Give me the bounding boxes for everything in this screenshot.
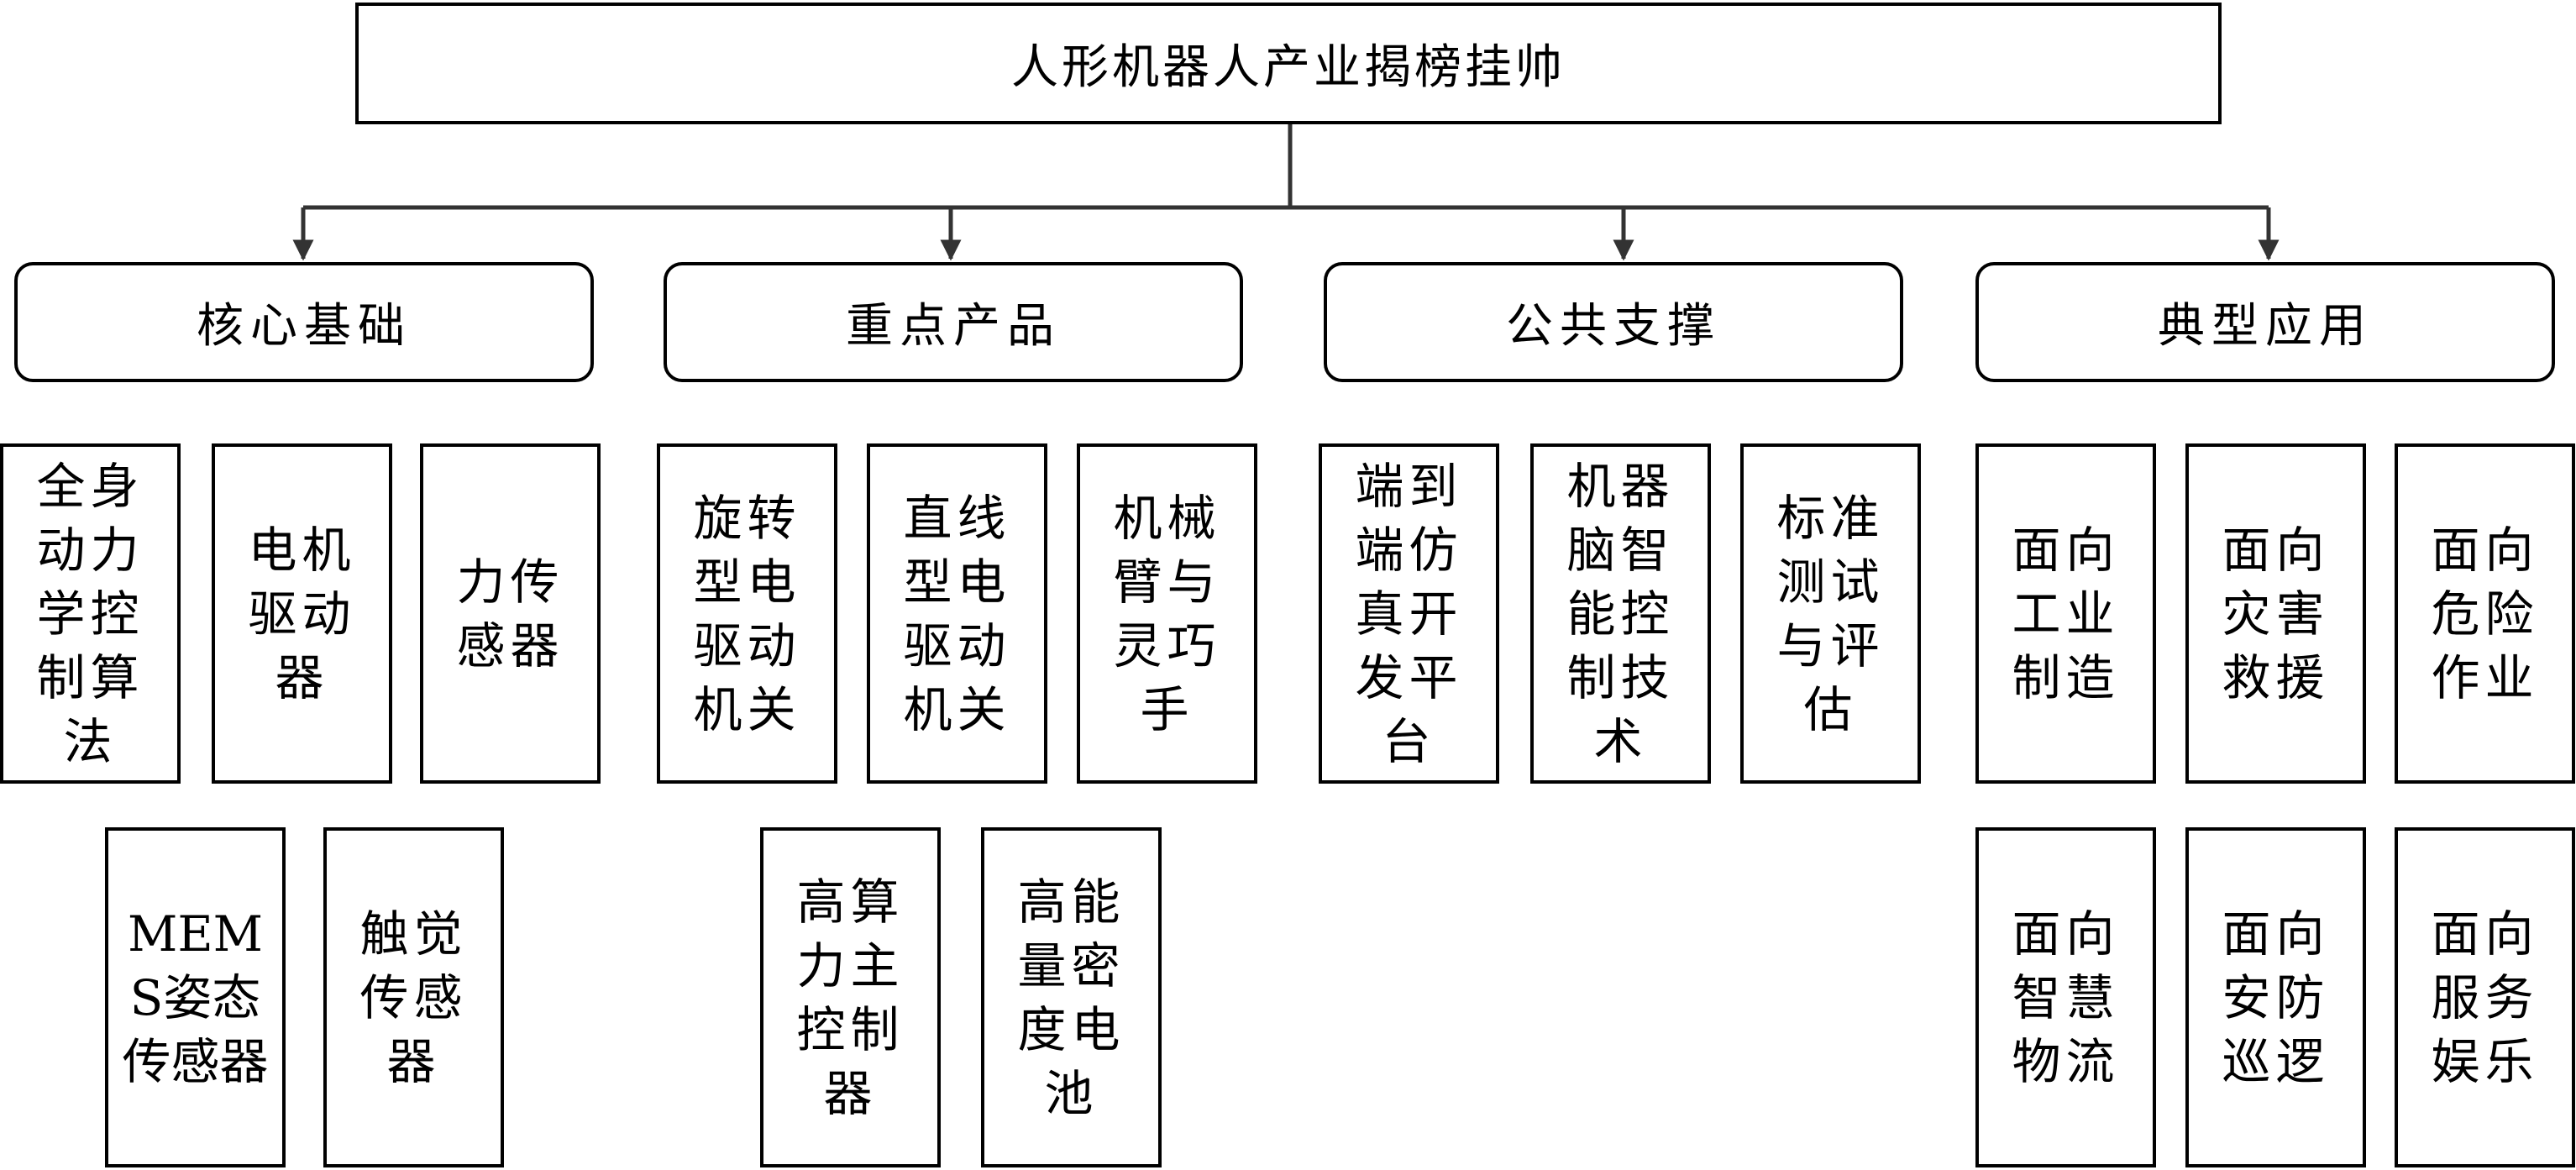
leaf-hazardous-operations: 面向危险作业 xyxy=(2395,443,2575,784)
category-support-label: 公共支撑 xyxy=(1506,299,1721,354)
category-applications-label: 典型应用 xyxy=(2158,299,2373,354)
leaf-industrial-manufacturing: 面向工业制造 xyxy=(1975,443,2156,784)
leaf-smart-logistics: 面向智慧物流 xyxy=(1975,827,2156,1167)
category-applications: 典型应用 xyxy=(1975,262,2555,382)
leaf-simulation-platform: 端到端仿真开发平台 xyxy=(1319,443,1499,784)
root-title-box: 人形机器人产业揭榜挂帅 xyxy=(355,3,2222,124)
leaf-motor-driver: 电机驱动器 xyxy=(212,443,392,784)
leaf-battery: 高能量密度电池 xyxy=(981,827,1162,1167)
leaf-service-entertainment: 面向服务娱乐 xyxy=(2395,827,2575,1167)
category-support: 公共支撑 xyxy=(1324,262,1903,382)
leaf-main-controller: 高算力主控制器 xyxy=(760,827,941,1167)
category-core: 核心基础 xyxy=(14,262,594,382)
leaf-tactile-sensor: 触觉传感器 xyxy=(323,827,504,1167)
leaf-robot-brain: 机器脑智能控制技术 xyxy=(1530,443,1711,784)
category-core-label: 核心基础 xyxy=(197,299,412,354)
leaf-security-patrol: 面向安防巡逻 xyxy=(2185,827,2366,1167)
leaf-whole-body-dynamics: 全身动力学控制算法 xyxy=(0,443,181,784)
leaf-arm-and-hand: 机械臂与灵巧手 xyxy=(1077,443,1257,784)
category-products-label: 重点产品 xyxy=(846,299,1061,354)
leaf-linear-actuator: 直线型电驱动机关 xyxy=(867,443,1047,784)
leaf-rotary-actuator: 旋转型电驱动机关 xyxy=(657,443,837,784)
leaf-standard-testing: 标准测试与评估 xyxy=(1740,443,1921,784)
root-title: 人形机器人产业揭榜挂帅 xyxy=(1011,40,1566,95)
leaf-force-sensor: 力传感器 xyxy=(420,443,601,784)
leaf-disaster-rescue: 面向灾害救援 xyxy=(2185,443,2366,784)
leaf-mems-attitude-sensor: MEMS姿态传感器 xyxy=(105,827,286,1167)
category-products: 重点产品 xyxy=(664,262,1243,382)
